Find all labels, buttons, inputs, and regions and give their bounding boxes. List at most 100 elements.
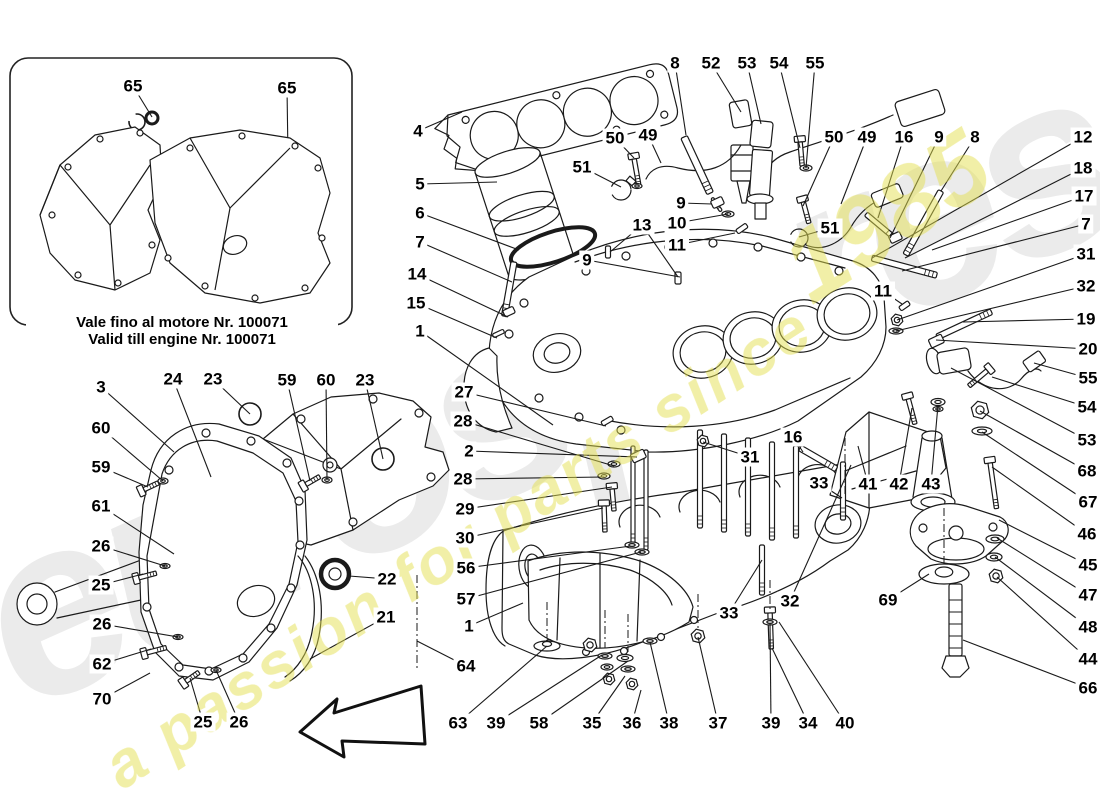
callout-50: 50 [821,127,847,147]
callout-5: 5 [412,174,428,194]
callout-66: 66 [1075,678,1100,698]
mount-plate [909,503,1009,565]
callout-15: 15 [403,293,429,313]
callout-52: 52 [698,53,724,73]
head-gasket [434,63,679,172]
callout-25: 25 [190,712,216,732]
callout-24: 24 [160,369,186,389]
long-bolt [941,583,970,678]
callout-28: 28 [450,469,476,489]
sensor-cable [645,144,742,180]
crankshaft-seal [318,557,352,591]
callout-47: 47 [1075,585,1100,605]
callout-32: 32 [1073,276,1099,296]
callout-26: 26 [89,614,115,634]
callout-12: 12 [1070,127,1096,147]
crankshaft-sensor [925,347,1047,390]
oil-pressure-sensor [728,99,754,204]
callout-32: 32 [777,591,803,611]
callout-51: 51 [817,218,843,238]
callout-25: 25 [88,575,114,595]
callout-7: 7 [412,232,428,252]
callout-31: 31 [737,447,763,467]
callout-18: 18 [1070,158,1096,178]
inset-caption-italian: Vale fino al motore Nr. 100071 [26,314,338,332]
callout-42: 42 [886,474,912,494]
callout-6: 6 [412,203,428,223]
callout-21: 21 [373,607,399,627]
callout-67: 67 [1075,492,1100,512]
callout-55: 55 [802,53,828,73]
callout-58: 58 [526,713,552,733]
callout-11: 11 [871,281,895,301]
callout-59: 59 [274,370,300,390]
callout-22: 22 [374,569,400,589]
callout-37: 37 [705,713,731,733]
callout-57: 57 [453,589,479,609]
callout-2: 2 [461,441,477,461]
callout-33: 33 [716,603,742,623]
callout-3: 3 [93,377,109,397]
callout-64: 64 [453,656,479,676]
callout-20: 20 [1075,339,1100,359]
callout-30: 30 [452,528,478,548]
callout-11: 11 [665,235,689,255]
callout-26: 26 [226,712,252,732]
callout-1: 1 [412,321,428,341]
liner-seal-ring [508,225,598,269]
callout-10: 10 [664,213,690,233]
callout-17: 17 [1071,186,1097,206]
callout-13: 13 [629,215,655,235]
callout-7: 7 [1078,214,1094,234]
callout-70: 70 [89,689,115,709]
callout-23: 23 [200,369,226,389]
callout-39: 39 [483,713,509,733]
callout-16: 16 [780,427,806,447]
callout-46: 46 [1074,524,1100,544]
direction-arrow [298,684,427,759]
callout-27: 27 [451,382,477,402]
callout-49: 49 [635,125,661,145]
timing-cover [16,422,308,681]
callout-36: 36 [619,713,645,733]
callout-59: 59 [88,457,114,477]
callout-19: 19 [1073,309,1099,329]
callout-63: 63 [445,713,471,733]
callout-65: 65 [120,76,146,96]
cover-gasket [284,555,322,682]
callout-31: 31 [1073,244,1099,264]
inset-caption-english: Valid till engine Nr. 100071 [26,331,338,349]
right-cable-assembly [789,183,904,249]
callout-28: 28 [450,411,476,431]
callout-39: 39 [758,713,784,733]
callout-60: 60 [313,370,339,390]
callout-14: 14 [404,264,430,284]
callout-35: 35 [579,713,605,733]
callout-44: 44 [1075,649,1100,669]
callout-43: 43 [918,474,944,494]
callout-56: 56 [453,558,479,578]
engine-block [463,228,887,453]
callout-53: 53 [1074,430,1100,450]
callout-68: 68 [1074,461,1100,481]
inset-drawing [39,126,331,304]
callout-8: 8 [667,53,683,73]
callout-8: 8 [967,127,983,147]
callout-16: 16 [891,127,917,147]
guide-lines [416,438,945,668]
callout-9: 9 [931,127,947,147]
callout-53: 53 [734,53,760,73]
callout-50: 50 [602,128,628,148]
callout-29: 29 [452,499,478,519]
callout-9: 9 [673,193,689,213]
callout-62: 62 [89,654,115,674]
water-temp-sensor [746,88,946,220]
callout-54: 54 [766,53,792,73]
callout-1: 1 [461,616,477,636]
callout-26: 26 [88,536,114,556]
callout-69: 69 [875,590,901,610]
callout-48: 48 [1075,617,1100,637]
callout-60: 60 [88,418,114,438]
